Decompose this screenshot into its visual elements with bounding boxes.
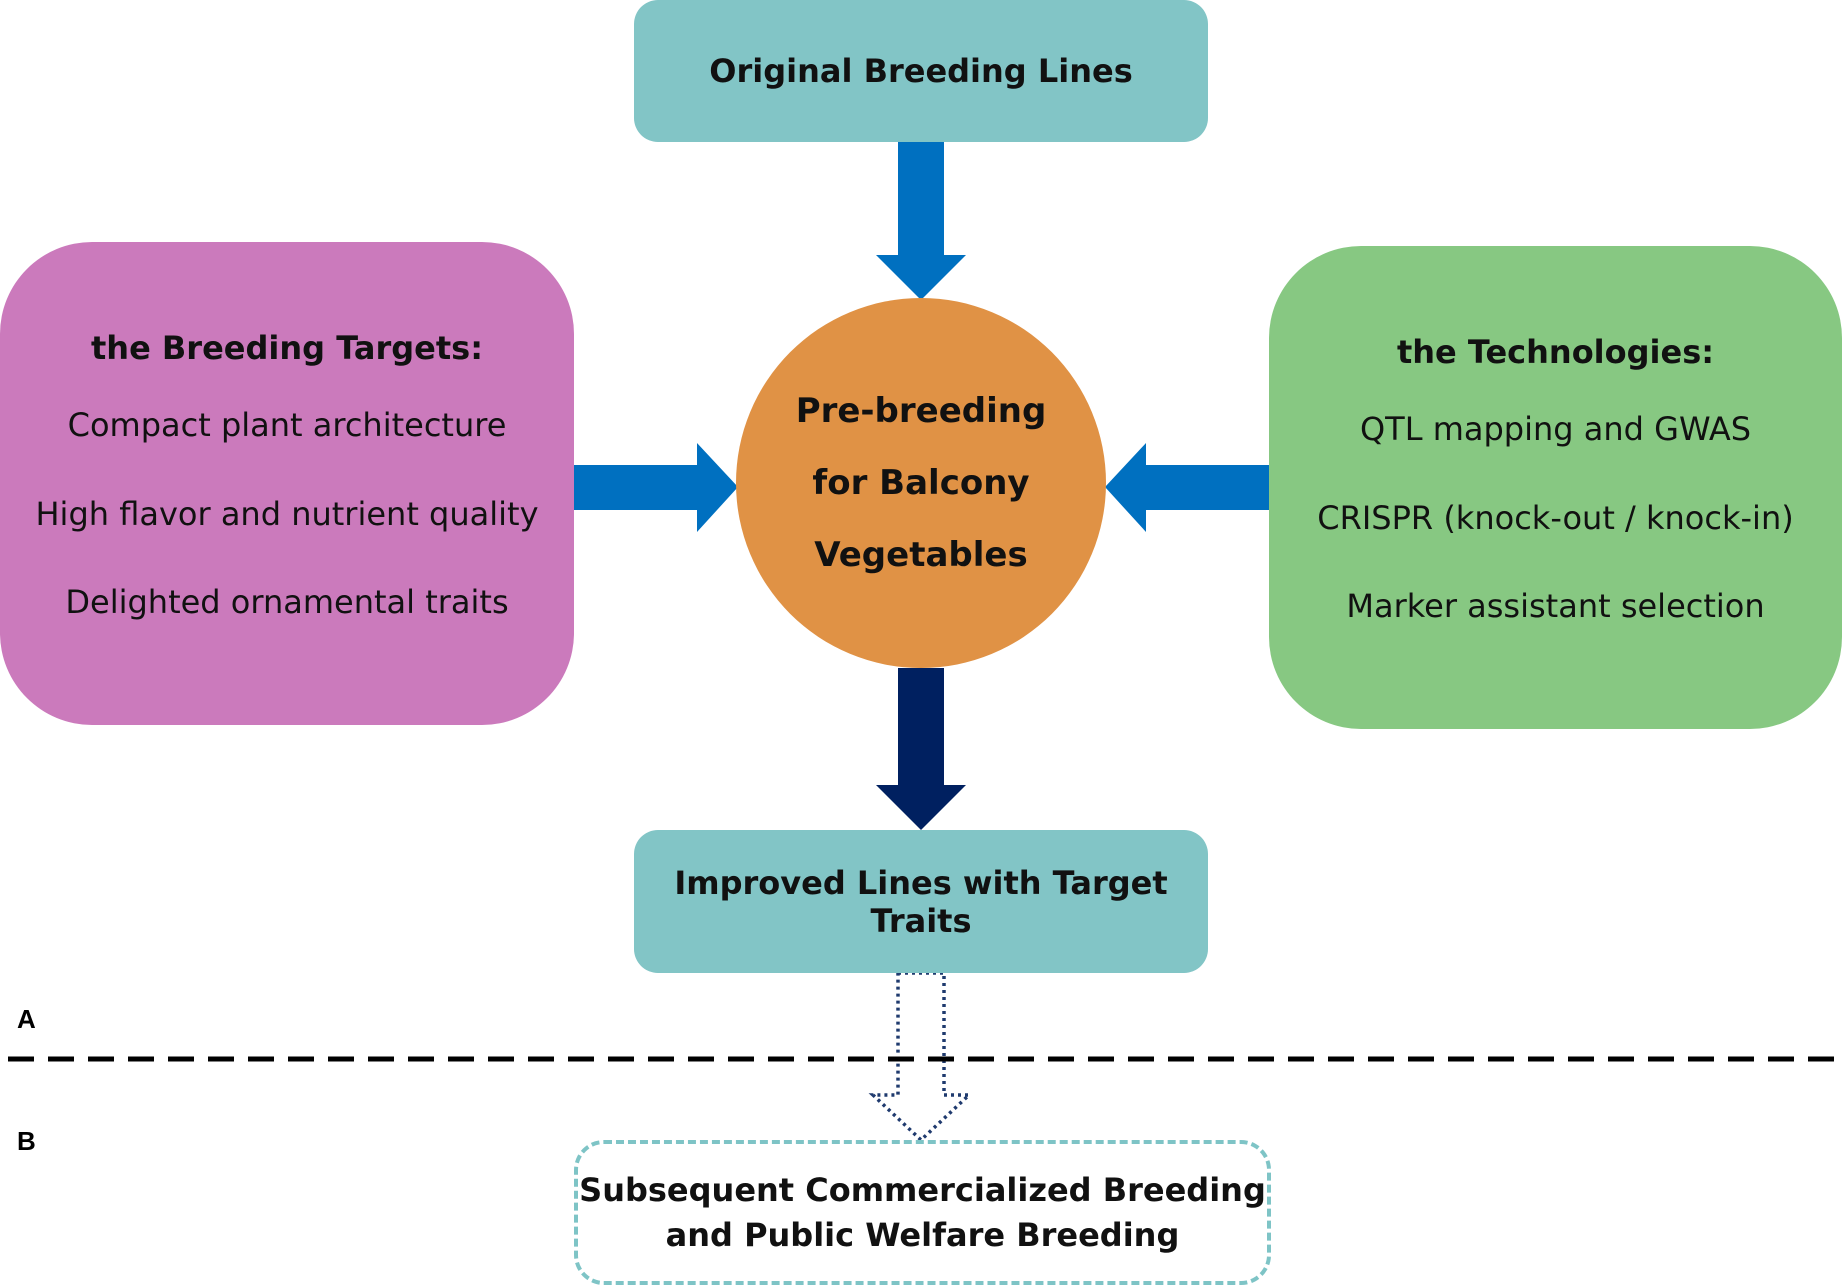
subsequent-breeding-line: and Public Welfare Breeding	[665, 1215, 1180, 1254]
technology-item: Marker assistant selection	[1346, 587, 1765, 626]
breeding-target-item: Delighted ornamental traits	[65, 583, 509, 622]
improved-lines-box: Improved Lines with Target Traits	[634, 830, 1208, 973]
section-label-b: B	[17, 1126, 36, 1156]
section-label-a: A	[17, 1004, 36, 1034]
original-breeding-lines-box: Original Breeding Lines	[634, 0, 1208, 142]
breeding-targets-panel: the Breeding Targets: Compact plant arch…	[0, 242, 574, 725]
technologies-heading: the Technologies:	[1396, 333, 1715, 371]
center-line: for Balcony	[812, 463, 1030, 503]
subsequent-breeding-box: Subsequent Commercialized Breeding and P…	[574, 1140, 1271, 1285]
arrow-left-to-center	[1105, 443, 1269, 532]
improved-lines-label: Improved Lines with Target Traits	[674, 863, 1168, 940]
arrow-right-to-center	[574, 443, 738, 532]
technology-item: CRISPR (knock-out / knock-in)	[1317, 498, 1794, 537]
arrow-down-to-improved	[876, 668, 966, 830]
original-breeding-lines-label: Original Breeding Lines	[709, 52, 1133, 90]
center-line: Vegetables	[814, 535, 1028, 575]
subsequent-breeding-line: Subsequent Commercialized Breeding	[579, 1170, 1266, 1209]
technology-item: QTL mapping and GWAS	[1359, 409, 1752, 448]
arrow-down-to-center	[876, 142, 966, 300]
breeding-target-item: Compact plant architecture	[67, 405, 507, 444]
dotted-arrow-down	[868, 971, 974, 1143]
breeding-targets-heading: the Breeding Targets:	[90, 329, 484, 367]
pre-breeding-circle: Pre-breeding for Balcony Vegetables	[736, 298, 1106, 668]
technologies-panel: the Technologies: QTL mapping and GWAS C…	[1269, 246, 1842, 729]
breeding-target-item: High flavor and nutrient quality	[35, 494, 539, 533]
center-line: Pre-breeding	[795, 391, 1047, 431]
